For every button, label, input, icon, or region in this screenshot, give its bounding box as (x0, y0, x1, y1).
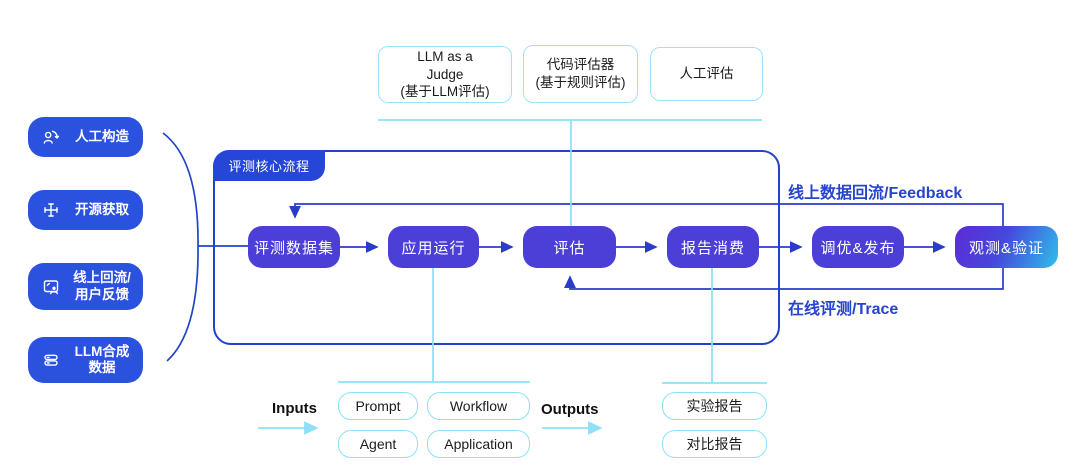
step-observe-verify: 观测&验证 (955, 226, 1058, 268)
source-label: 开源获取 (75, 201, 129, 217)
step-app-run: 应用运行 (388, 226, 479, 268)
inputs-label: Inputs (272, 400, 317, 417)
app-type-application: Application (427, 430, 530, 458)
step-evaluate: 评估 (523, 226, 616, 268)
source-label: LLM合成数据 (69, 344, 135, 376)
run-to-apptypes-line (338, 268, 530, 383)
feedback-loop-line (289, 203, 1004, 226)
step-label: 应用运行 (401, 239, 466, 257)
outputs-label: Outputs (541, 401, 599, 418)
core-process-tab: 评测核心流程 (213, 150, 325, 181)
report-label: 对比报告 (686, 436, 743, 452)
report-compare: 对比报告 (662, 430, 767, 458)
source-label: 人工构造 (75, 128, 129, 144)
source-label: 线上回流/用户反馈 (69, 270, 135, 302)
trace-loop-line (564, 268, 1004, 290)
evaluator-line: Judge (426, 66, 464, 82)
plus-icon (44, 203, 58, 217)
source-label-line2: 用户反馈 (75, 286, 129, 302)
source-label-line1: LLM合成 (74, 343, 130, 359)
step-eval-dataset: 评测数据集 (248, 226, 340, 268)
core-process-tab-label: 评测核心流程 (228, 159, 310, 174)
evaluator-line: 代码评估器 (546, 57, 615, 73)
source-item-manual-build: 人工构造 (28, 117, 143, 157)
source-item-online-feedback: 线上回流/用户反馈 (28, 263, 143, 310)
evaluator-line: (基于LLM评估) (400, 84, 490, 100)
step-label: 评估 (553, 239, 586, 257)
evaluator-human: 人工评估 (650, 47, 763, 101)
database-icon (44, 354, 58, 366)
step-label: 观测&验证 (968, 239, 1044, 257)
trace-loop-label: 在线评测/Trace (788, 301, 899, 318)
report-label: 实验报告 (686, 398, 743, 414)
step-label: 评测数据集 (253, 239, 334, 257)
app-type-workflow: Workflow (427, 392, 530, 420)
step-label: 调优&发布 (820, 239, 896, 257)
source-label-line1: 线上回流/ (73, 270, 131, 286)
report-to-reports-line (662, 268, 767, 384)
feedback-loop-label: 线上数据回流/Feedback (788, 185, 963, 202)
app-type-label: Workflow (449, 398, 508, 414)
monitor-user-icon (43, 279, 59, 294)
evaluator-line: (基于规则评估) (535, 75, 626, 90)
source-item-open-source: 开源获取 (28, 190, 143, 230)
app-type-label: Prompt (355, 398, 401, 414)
source-item-llm-synthetic: LLM合成数据 (28, 337, 143, 383)
app-type-agent: Agent (338, 430, 418, 458)
step-label: 报告消费 (680, 239, 745, 257)
sources-brace (162, 132, 199, 362)
step-report-consume: 报告消费 (667, 226, 759, 268)
source-label-line2: 数据 (88, 360, 116, 375)
app-type-label: Agent (359, 436, 397, 452)
app-type-prompt: Prompt (338, 392, 418, 420)
app-type-label: Application (444, 436, 513, 452)
report-experiment: 实验报告 (662, 392, 767, 420)
user-arc-icon (43, 130, 60, 144)
evaluator-llm-judge: LLM as a Judge (基于LLM评估) (378, 46, 512, 103)
evaluator-line: 人工评估 (679, 66, 734, 82)
evaluator-code: 代码评估器 (基于规则评估) (523, 45, 638, 103)
step-tune-release: 调优&发布 (812, 226, 904, 268)
evaluator-line: LLM as a (417, 49, 473, 65)
